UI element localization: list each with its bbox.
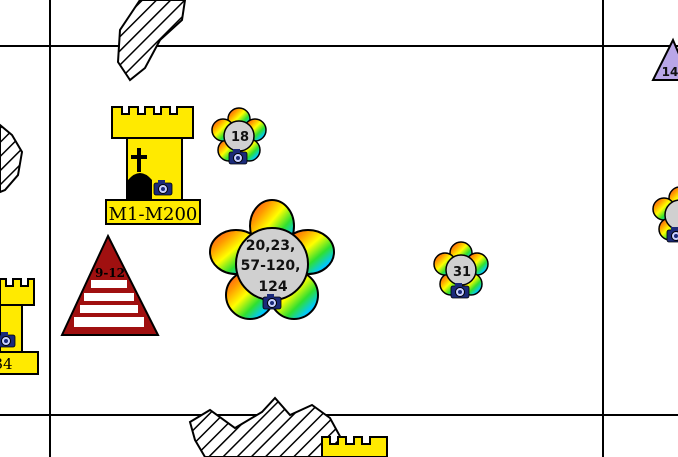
- flower-31[interactable]: 31: [433, 241, 489, 299]
- tower-left[interactable]: 34: [0, 278, 39, 375]
- svg-text:20,23, 57-120, 124: 20,23, 57-120, 124: [241, 238, 306, 295]
- flower-right-partial[interactable]: [652, 186, 678, 243]
- flower-18[interactable]: 18: [211, 107, 267, 165]
- flower-big-line-1: 20,23,: [246, 238, 296, 254]
- flower-big-line-3: 124: [258, 279, 287, 295]
- flower-big[interactable]: 20,23, 57-120, 124: [209, 199, 335, 320]
- tower-bottom-partial[interactable]: [321, 436, 388, 457]
- tower-main[interactable]: M1-M200: [105, 106, 201, 225]
- flower-18-label: 18: [231, 130, 249, 145]
- flower-big-line-2: 57-120,: [241, 258, 301, 274]
- triangle-right-label: 14: [662, 65, 678, 79]
- triangle-right[interactable]: 14: [651, 37, 678, 81]
- pyramid-label: 9-12: [95, 266, 125, 280]
- tower-main-label: M1-M200: [109, 204, 198, 225]
- hatched-area-left: [0, 123, 24, 194]
- hatched-area-bottom: [188, 396, 344, 457]
- flower-31-label: 31: [453, 265, 471, 280]
- pyramid-icon[interactable]: 9-12: [60, 233, 160, 336]
- hatched-area-top: [116, 0, 187, 82]
- tower-left-label: 34: [0, 355, 13, 373]
- cross-icon: [131, 148, 147, 172]
